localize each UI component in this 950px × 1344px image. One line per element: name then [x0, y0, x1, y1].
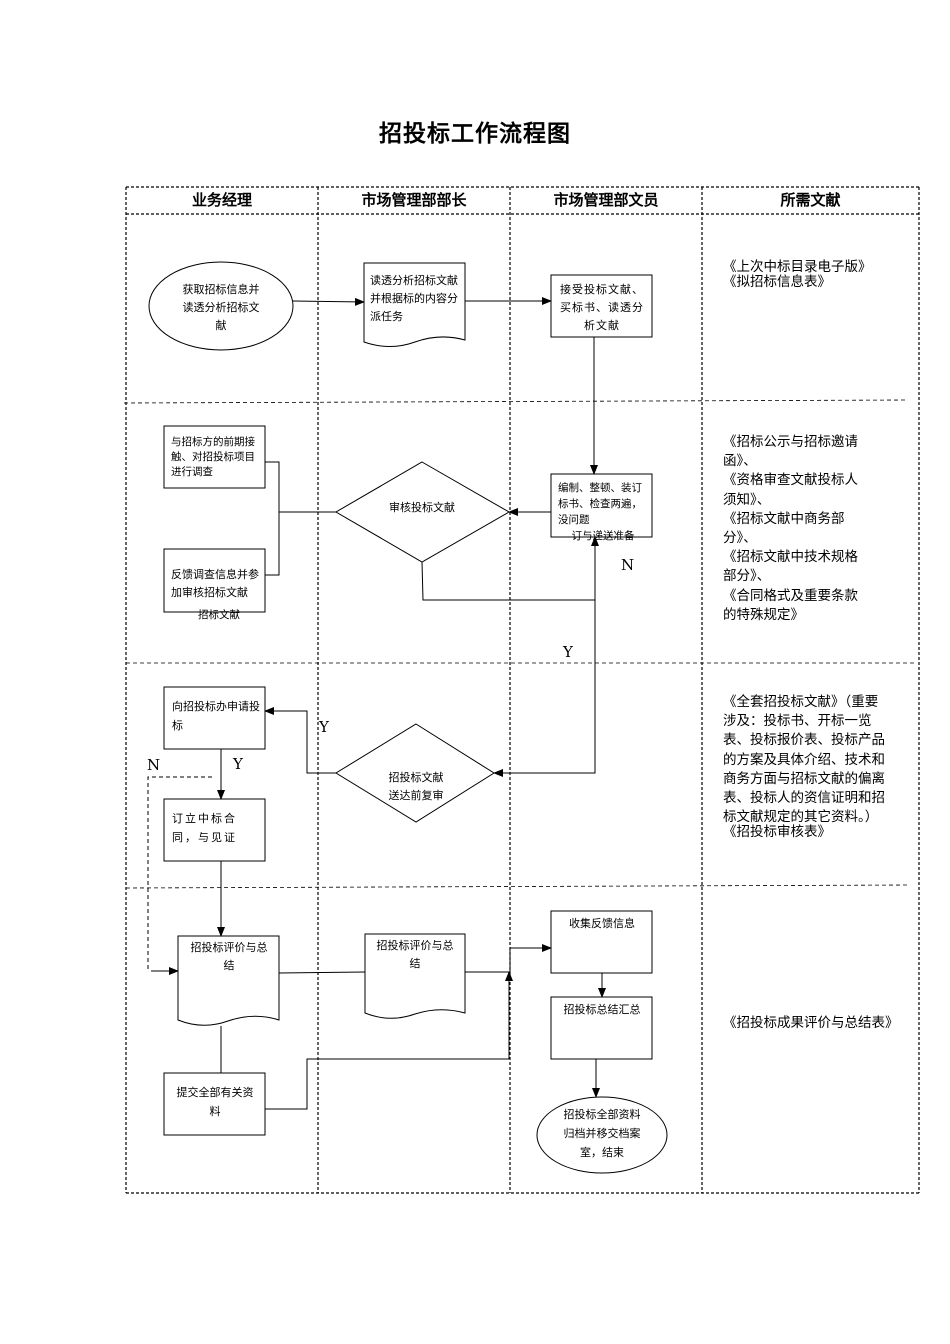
recheck-diamond [335, 723, 495, 823]
edge-label-y-review: Y [563, 643, 573, 661]
column-header-documents: 所需文献 [780, 191, 841, 209]
node-accept-label: 接受投标文献、买标书、读透分析文献 [560, 283, 644, 332]
node-compile-label: 编制、整顿、装订标书、检查两遍，没问题 [558, 482, 642, 526]
shapes [148, 261, 668, 1174]
node-feedback-overlap-label: 招标文献 [198, 609, 240, 621]
analyze-doc-shape [363, 262, 466, 347]
node-eval-manager-label: 招投标评价与总结 [190, 941, 268, 972]
node-contract-label: 订立中标合同，与见证 [172, 812, 237, 844]
node-archive-label: 招投标全部资料归档并移交档案室，结束 [563, 1107, 641, 1159]
page-title: 招投标工作流程图 [379, 121, 571, 147]
node-feedback-label: 反馈调查信息并参加审核招标文献 [171, 568, 259, 599]
edge-label-n-compile: N [621, 556, 635, 574]
node-collect-label: 收集反馈信息 [569, 917, 635, 930]
swimlane-grid [125, 186, 920, 1194]
document-item: 《上次中标目录电子版》 [723, 259, 872, 275]
node-obtain-label: 获取招标信息并读透分析招标文献 [182, 283, 260, 332]
node-summary-label: 招投标总结汇总 [563, 1003, 641, 1016]
feedback-box [163, 548, 266, 613]
document-item: 《合同格式及重要条款的特殊规定》 [723, 587, 858, 623]
connectors [151, 297, 606, 1110]
start-ellipse [148, 261, 294, 351]
eval-head-doc-shape [364, 933, 466, 1019]
compile-box [550, 473, 653, 538]
collect-box [550, 910, 653, 974]
column-header-dept-head: 市场管理部部长 [361, 191, 467, 209]
dashed-return-path [147, 776, 212, 971]
node-eval-head-label: 招投标评价与总结 [376, 939, 454, 970]
document-item: 《招投标审核表》 [723, 824, 831, 841]
end-ellipse [536, 1096, 668, 1174]
eval-manager-doc-shape [177, 935, 280, 1026]
document-item: 《招投标成果评价与总结表》 [723, 1015, 899, 1031]
column-header-clerk: 市场管理部文员 [553, 191, 659, 209]
document-item: 《招标公示与招标邀请函》、 [723, 434, 858, 470]
documents-row1: 《上次中标目录电子版》 《拟招标信息表》 [723, 258, 913, 292]
node-submit-label: 提交全部有关资料 [176, 1086, 254, 1118]
edge-label-y-apply: Y [233, 755, 243, 773]
contract-box [163, 798, 266, 862]
accept-box [550, 274, 653, 338]
document-item: 《资格审查文献投标人须知》、 [723, 472, 858, 508]
documents-row3: 《全套招投标文献》（重要涉及：投标书、开标一览表、投标报价表、投标产品的方案及具… [723, 693, 890, 843]
document-item: 《全套招投标文献》（重要涉及：投标书、开标一览表、投标报价表、投标产品的方案及具… [723, 694, 885, 826]
apply-box [163, 686, 266, 750]
document-item: 《招标文献中商务部分》、 [723, 510, 845, 547]
contact-box [163, 425, 266, 489]
column-header-manager: 业务经理 [191, 191, 252, 209]
node-analyze-label: 读透分析招标文献并根据标的内容分派任务 [370, 274, 458, 323]
node-recheck-label: 招投标文献送达前复审 [388, 771, 444, 802]
document-item: 《招标文献中技术规格部分》、 [723, 549, 858, 585]
node-contact-label: 与招标方的前期接触、对招投标项目进行调查 [171, 435, 255, 478]
document-item: 《拟招标信息表》 [723, 274, 831, 291]
node-apply-label: 向招投标办申请投标 [172, 700, 260, 732]
documents-row2: 《招标公示与招标邀请函》、 《资格审查文献投标人须知》、 《招标文献中商务部分》… [723, 433, 871, 625]
edge-label-n-left: N [147, 756, 161, 774]
node-compile-overlap-label: 订与递送准备 [571, 530, 635, 542]
documents-row4: 《招投标成果评价与总结表》 [723, 1015, 899, 1031]
row-dividers [123, 399, 914, 889]
node-review-label: 审核投标文献 [389, 501, 455, 514]
submit-box [163, 1072, 266, 1136]
edge-label-y-recheck: Y [319, 718, 329, 736]
